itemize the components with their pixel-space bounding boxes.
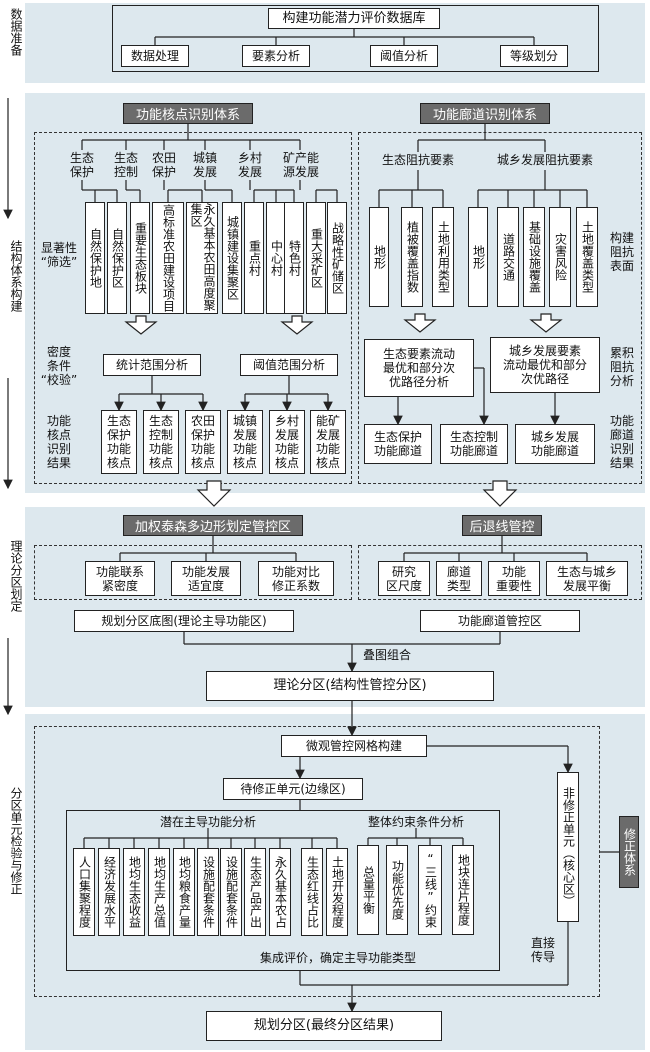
r4-grain-per-area: 地均粮食产量 [173,848,195,936]
r-factor-terrain-2: 地形 [468,207,488,307]
r4-pop-cluster: 人口集聚程度 [73,848,95,936]
factor-basic-farmland: 永久基本农田高度聚集区 [186,202,218,314]
study-area-scale: 研究 区尺度 [378,561,430,596]
label-significance-screen: 显著性 “筛选” [40,241,78,269]
cat-mineral: 矿产能 源发展 [282,151,319,179]
func-dev-suitability: 功能发展 适宜度 [171,561,241,596]
revise-system-head: 修正体系 [619,816,639,888]
cat-farmland: 农田 保护 [151,151,176,179]
result-eco-protect-point: 生态 保护 功能 核点 [101,410,137,474]
r4-eco-income: 地均生态收益 [123,848,145,936]
final-zone-box: 规划分区(最终分区结果) [206,1011,442,1041]
eco-path-analysis: 生态要素流动 最优和部分次 优路径分析 [364,339,474,397]
r-factor-landcover: 土地覆盖类型 [576,207,598,307]
cat-eco-control: 生态 控制 [113,151,138,179]
r4-econ-level: 经济发展水平 [98,848,120,936]
revision-dashed-frame [34,726,600,997]
constraint-label: 整体约束条件分析 [367,815,464,829]
func-compare-coef: 功能对比 修正系数 [258,561,334,596]
c4-three-lines: “三线”约束 [418,845,442,935]
side-label-data-prep: 数据准备 [9,8,23,56]
non-pending-unit-box: 非修正单元（核心区） [557,772,579,922]
eco-protect-corridor: 生态保护 功能廊道 [364,424,432,464]
factor-hq-farmland: 高标准农田建设项目 [152,202,184,314]
r4-land-dev: 土地开发程度 [326,848,348,936]
factor-key-village: 重点村 [244,202,264,314]
integrate-label: 集成评价，确定主导功能类型 [259,951,416,965]
factor-analysis-box: 要素分析 [242,45,310,67]
analysis-frame [66,810,500,971]
r-factor-vegetation: 植被覆盖指数 [401,207,423,307]
r-factor-disaster: 灾害风险 [549,207,571,307]
side-label-theory: 理论分区划定 [9,540,23,612]
func-link-closeness: 功能联系 紧密度 [85,561,155,596]
voronoi-dashed-frame [34,545,352,600]
core-point-dashed-frame [34,132,352,484]
cat-town: 城镇 发展 [192,151,217,179]
overlay-label: 叠图组合 [363,648,412,662]
c4-func-priority: 功能优先度 [386,845,408,935]
factor-eco-block: 重要生态板块 [130,202,150,314]
r4-facility-1: 设施配套条件 [197,848,219,936]
c4-total-balance: 总量平衡 [357,845,379,935]
corridor-type: 廊道 类型 [436,561,482,596]
grade-division-box: 等级划分 [500,45,568,67]
factor-mining-area: 重大采矿区 [306,202,326,314]
r-factor-traffic: 道路交通 [497,207,519,307]
cat-eco-protect: 生态 保护 [69,151,94,179]
pending-unit-box: 待修正单元(边缘区) [223,778,363,800]
result-town-point: 城镇 发展 功能 核点 [227,410,263,474]
potential-func-label: 潜在主导功能分析 [159,815,256,829]
threshold-range-analysis: 阈值范围分析 [240,354,338,376]
result-eco-control-point: 生态 控制 功能 核点 [143,410,179,474]
side-label-revision: 分区单元检验与修正 [9,787,23,895]
factor-town-cluster: 城镇建设集聚区 [222,202,242,314]
planning-zone-basemap: 规划分区底图(理论主导功能区) [74,610,294,632]
eco-control-corridor: 生态控制 功能廊道 [440,424,508,464]
label-density-check: 密度 条件 “校验” [40,345,78,387]
factor-nature-reserve: 自然保护区 [107,202,127,314]
factor-nature-reserve-land: 自然保护地 [85,202,105,314]
c4-contiguity: 地块连片程度 [452,845,474,935]
setback-dashed-frame [358,545,642,600]
r4-facility-2: 设施配套条件 [220,848,242,936]
result-rural-point: 乡村 发展 功能 核点 [269,410,305,474]
r4-eco-product: 生态产品产出 [244,848,266,936]
database-frame [112,5,599,72]
stat-range-analysis: 统计范围分析 [103,354,201,376]
r-factor-landuse: 土地利用类型 [432,207,454,307]
cat-rural: 乡村 发展 [237,151,262,179]
side-label-structure: 结构体系构建 [9,240,23,312]
r4-redline-ratio: 生态红线占比 [301,848,323,936]
urban-corridor: 城乡发展 功能廊道 [515,424,595,464]
r-factor-terrain-1: 地形 [369,207,389,307]
r-factor-infrastructure: 基础设施覆盖 [523,207,545,307]
weighted-voronoi-head: 加权泰森多边形划定管控区 [123,515,303,536]
func-importance: 功能 重要性 [488,561,540,596]
direct-transfer-label: 直接 传导 [530,936,555,964]
urban-resistance-label: 城乡发展阻抗要素 [496,153,593,167]
label-cumulative-resistance: 累积 阻抗 分析 [609,346,634,388]
factor-strategic-mineral: 战略性矿储区 [327,202,347,314]
data-processing-box: 数据处理 [121,45,189,67]
r4-basic-farmland: 永久基本农占 [269,848,291,936]
corridor-system-head: 功能廊道识别体系 [420,103,550,124]
database-box: 构建功能潜力评价数据库 [268,8,440,29]
factor-special-village: 特色村 [284,202,304,314]
eco-urban-balance: 生态与城乡 发展平衡 [546,561,628,596]
label-corridor-result: 功能 廊道 识别 结果 [609,414,634,470]
threshold-analysis-box: 阈值分析 [370,45,438,67]
label-core-point-result: 功能 核点 识别 结果 [46,414,71,470]
corridor-control-zone: 功能廊道管控区 [420,610,580,632]
result-farmland-point: 农田 保护 功能 核点 [185,410,221,474]
eco-resistance-label: 生态阻抗要素 [381,153,454,167]
setback-control-head: 后退线管控 [462,515,542,536]
urban-path-analysis: 城乡发展要素 流动最优和部分 次优路径 [490,337,600,393]
r4-gdp-per-area: 地均生产总值 [148,848,170,936]
label-build-resistance: 构建 阻抗 表面 [609,231,634,273]
core-point-system-head: 功能核点识别体系 [123,103,253,124]
micro-grid-box: 微观管控网格构建 [281,735,427,757]
